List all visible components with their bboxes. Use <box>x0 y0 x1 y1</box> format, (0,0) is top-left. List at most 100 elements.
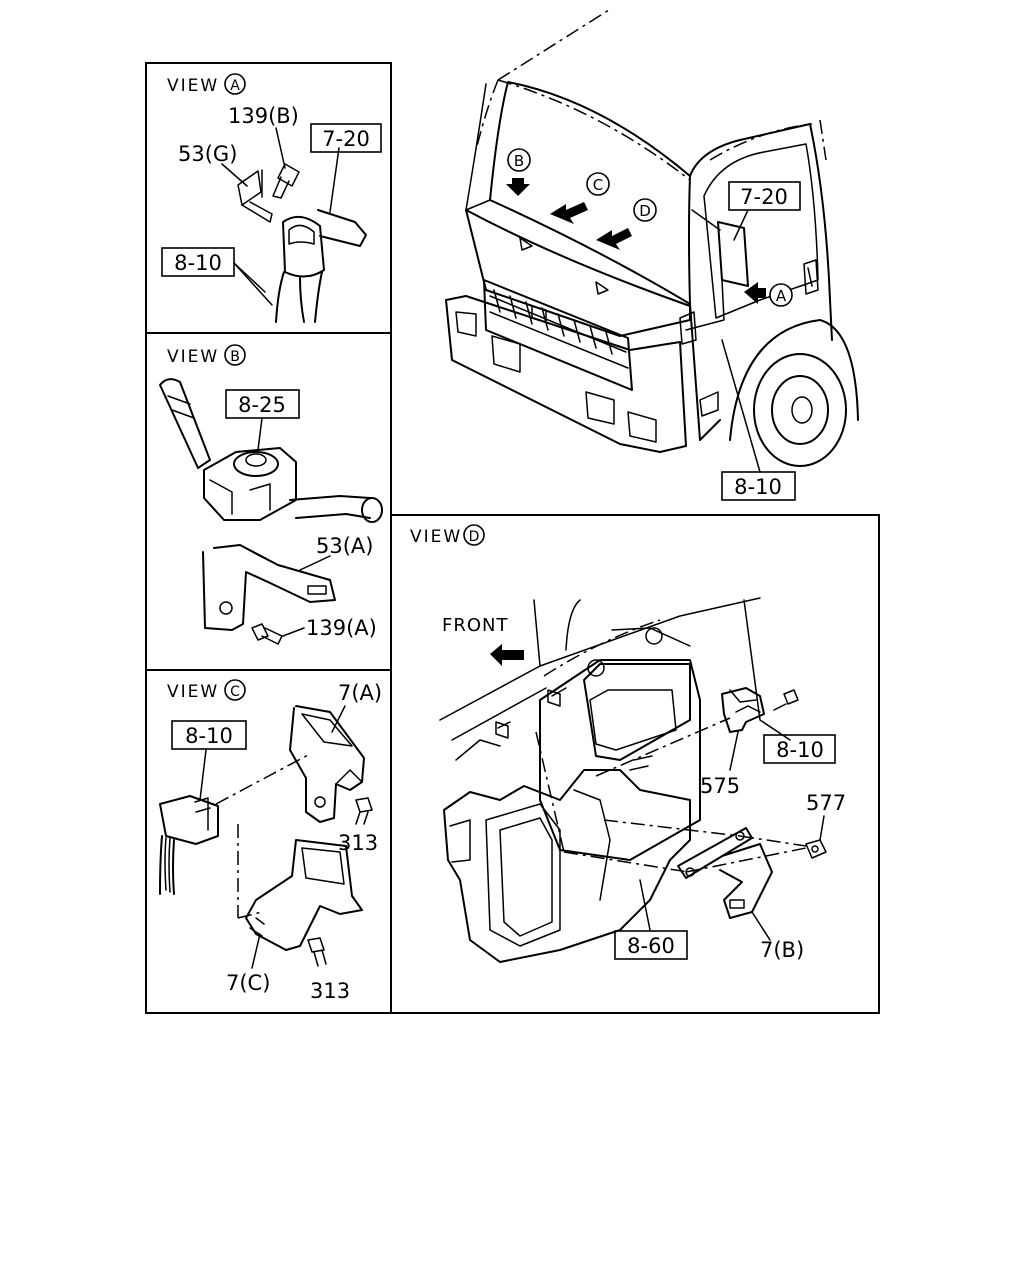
ref-box-810-c <box>171 720 247 750</box>
leader-d-2 <box>563 851 689 873</box>
leader-810-truck <box>721 339 761 473</box>
cab-corner <box>689 303 721 441</box>
ref-720-truck: 7-20 <box>740 185 788 209</box>
leader-d-4 <box>685 847 807 873</box>
leader-c-3 <box>237 911 263 919</box>
view-b-title: VIEW <box>167 347 219 367</box>
leader-c-1 <box>215 753 311 805</box>
door-outline <box>689 123 833 341</box>
view-d-frame <box>390 514 880 1014</box>
combination-switch-drawing <box>159 378 383 523</box>
view-c-panel: VIEW C 8-10 7(A) 313 7(C) 313 <box>159 679 382 1003</box>
fog-lamp-right <box>627 411 657 443</box>
callout-7a: 7(A) <box>338 681 382 705</box>
bumper <box>445 295 687 453</box>
callout-313-lower: 313 <box>310 979 350 1003</box>
nut-577-drawing <box>805 815 827 859</box>
leader-d-3 <box>603 819 741 837</box>
bracket-53a-drawing <box>202 544 336 631</box>
ref-810-truck: 8-10 <box>734 475 782 499</box>
leader-d-1 <box>535 731 565 853</box>
callout-7b: 7(B) <box>760 938 804 962</box>
ref-box-810-truck <box>721 471 796 501</box>
arrow-b-letter: B <box>514 152 524 170</box>
callout-139a: 139(A) <box>306 616 377 640</box>
arrow-b-icon <box>506 178 530 196</box>
view-c-letter: C <box>230 684 240 700</box>
view-a-panel: VIEW A 139(B) 53(G) 7-20 8-10 <box>161 73 382 323</box>
wheel-arch <box>729 319 859 441</box>
arrow-b-circle <box>507 148 531 172</box>
cab-roof-dash-2 <box>475 79 499 151</box>
fog-lamp-left <box>455 311 477 337</box>
arrow-a-letter: A <box>776 287 787 305</box>
ref-810-c: 8-10 <box>185 724 233 748</box>
arrow-d-letter: D <box>639 202 651 220</box>
bracket-7c-drawing <box>245 839 363 969</box>
cab-roof-dash-4 <box>709 123 813 161</box>
arrow-c-icon <box>550 202 588 224</box>
view-a-circle <box>224 73 246 95</box>
ref-box-810-a <box>161 247 235 277</box>
arrow-d-icon <box>596 228 632 250</box>
view-a-letter: A <box>230 78 240 94</box>
cab-roof-dash-1 <box>497 7 613 81</box>
mirror <box>717 221 749 287</box>
view-b-letter: B <box>230 349 240 365</box>
wheel <box>753 353 847 467</box>
callout-53g: 53(G) <box>178 142 237 166</box>
ref-box-720-truck <box>728 181 801 211</box>
ref-box-825 <box>225 389 300 419</box>
callout-575: 575 <box>700 774 740 798</box>
a-pillar-left <box>465 83 487 211</box>
washer-left <box>519 237 533 251</box>
view-d-letter: D <box>469 529 480 545</box>
front-arrow-icon <box>490 644 524 666</box>
view-a-title: VIEW <box>167 76 219 96</box>
cab-roof-dash-3 <box>497 79 691 181</box>
ref-810-d: 8-10 <box>776 738 824 762</box>
ecu-module-drawing <box>495 627 701 861</box>
callout-139b: 139(B) <box>228 104 299 128</box>
arrow-c-circle <box>586 172 610 196</box>
view-d-circle <box>463 524 485 546</box>
door-handle-detail <box>807 267 813 287</box>
arrow-c-letter: C <box>593 176 603 194</box>
bolt-313-lower-drawing <box>307 937 327 967</box>
mirror-arm <box>685 209 725 331</box>
view-d-panel: VIEW D FRONT 8-10 575 577 8-60 7(B) <box>390 514 880 1014</box>
bolt-313-upper-drawing <box>355 797 373 825</box>
leader-d-6 <box>595 717 731 777</box>
cowl-left <box>465 199 491 211</box>
bolt-139b-drawing <box>272 127 300 199</box>
arrow-d-circle <box>633 198 657 222</box>
bracket-53g-drawing <box>221 163 273 223</box>
ref-box-810-d <box>763 734 836 764</box>
callout-313-upper: 313 <box>338 831 378 855</box>
callout-577: 577 <box>806 791 846 815</box>
ref-720-a: 7-20 <box>322 127 370 151</box>
callout-7c: 7(C) <box>226 971 270 995</box>
door-window <box>703 143 819 319</box>
view-d-title: VIEW <box>410 527 462 547</box>
leader-d-5 <box>739 835 807 847</box>
view-b-panel: VIEW B 8-25 53(A) 139(A) <box>159 344 383 645</box>
arrow-a-icon <box>744 282 766 304</box>
ref-810-a: 8-10 <box>174 251 222 275</box>
callout-53a: 53(A) <box>316 534 373 558</box>
view-c-title: VIEW <box>167 682 219 702</box>
bolt-139a-drawing <box>251 623 305 645</box>
bumper-lower-edge <box>451 359 621 445</box>
lamp-right <box>585 391 615 425</box>
arrow-a-circle <box>769 283 793 307</box>
door-handle <box>803 259 819 295</box>
cab-structure-drawing <box>439 597 791 761</box>
ref-box-720-a <box>310 123 382 153</box>
side-marker <box>699 391 719 417</box>
wheel-hub <box>791 396 813 424</box>
front-label: FRONT <box>442 615 509 636</box>
leader-720-truck <box>733 209 749 241</box>
bracket-7a-drawing <box>289 705 365 823</box>
